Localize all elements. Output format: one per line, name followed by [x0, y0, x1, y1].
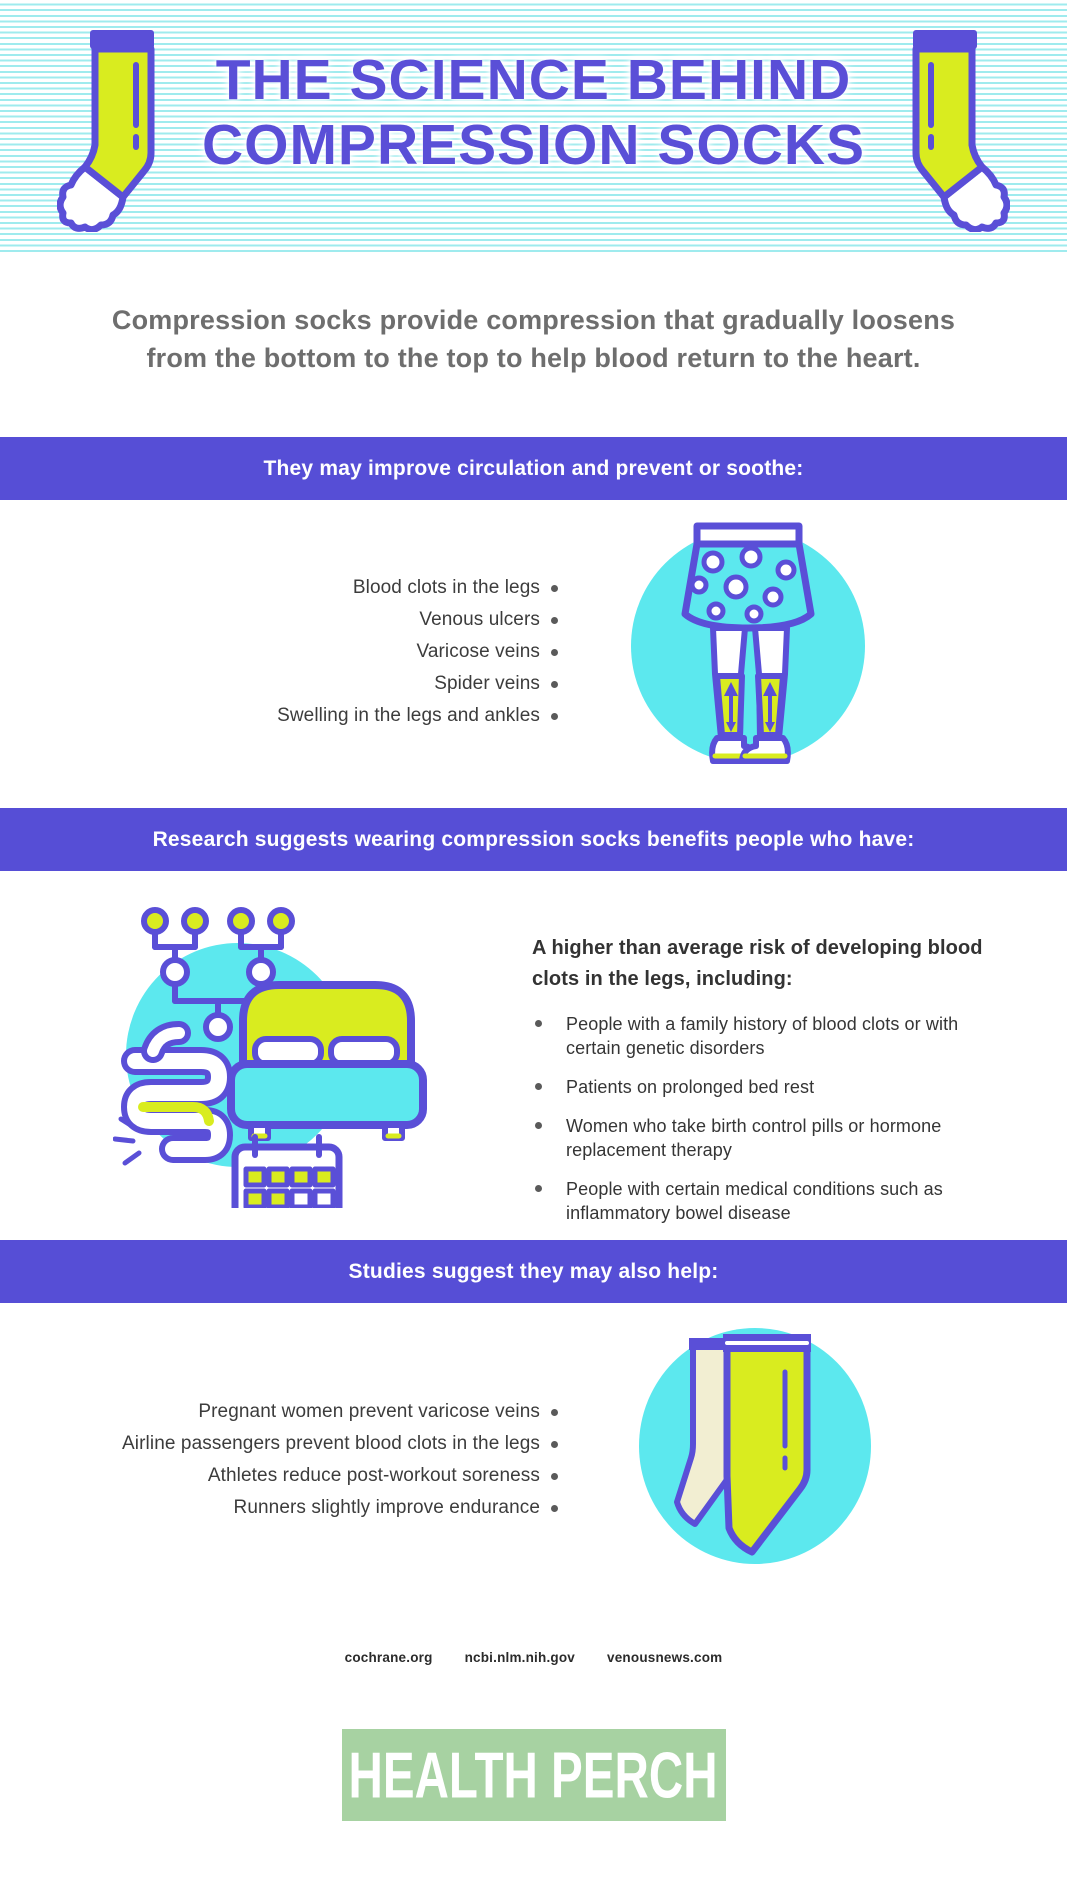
source-text: venousnews.com — [607, 1650, 723, 1665]
risk-list-item: People with certain medical conditions s… — [532, 1177, 1002, 1225]
soothe-list-item: Swelling in the legs and ankles — [0, 700, 558, 732]
source-text: ncbi.nlm.nih.gov — [464, 1650, 576, 1665]
risk-factors-illustration — [113, 907, 427, 1208]
sources-row: cochrane.org ncbi.nlm.nih.gov venousnews.c… — [0, 1650, 1067, 1665]
header-striped-background — [0, 0, 1067, 255]
intestine-icon — [113, 1021, 233, 1166]
risk-heading: A higher than average risk of developing… — [532, 937, 983, 990]
calendar-icon — [231, 1134, 343, 1208]
risk-text-column: A higher than average risk of developing… — [532, 933, 1010, 1240]
soothe-list-item: Venous ulcers — [0, 604, 558, 636]
legs-icon — [681, 522, 815, 764]
soothe-list-item: Spider veins — [0, 668, 558, 700]
risk-list-item: People with a family history of blood cl… — [532, 1012, 1002, 1060]
health-perch-logo: HEALTH PERCH — [341, 1729, 726, 1821]
help-list-item: Runners slightly improve endurance — [0, 1492, 558, 1524]
section-banner-studies: Studies suggest they may also help: — [0, 1240, 1067, 1303]
section-banner-soothe: They may improve circulation and prevent… — [0, 437, 1067, 500]
help-list-item: Airline passengers prevent blood clots i… — [0, 1428, 558, 1460]
help-list-item: Pregnant women prevent varicose veins — [0, 1396, 558, 1428]
pair-of-socks-illustration — [639, 1328, 871, 1564]
section-banner-research: Research suggests wearing compression so… — [0, 808, 1067, 871]
risk-list-item: Women who take birth control pills or ho… — [532, 1114, 1002, 1162]
page-title-line2: COMPRESSION SOCKS — [201, 113, 866, 177]
page-title: THE SCIENCE BEHIND COMPRESSION SOCKS — [0, 48, 1067, 178]
bed-icon — [227, 981, 427, 1141]
legs-with-compression-socks-illustration — [631, 522, 865, 764]
risk-list: People with a family history of blood cl… — [532, 1012, 1002, 1225]
source-text: cochrane.org — [344, 1650, 433, 1665]
soothe-list-item: Varicose veins — [0, 636, 558, 668]
intro-line1: Compression socks provide compression th… — [111, 305, 956, 335]
help-list-item: Athletes reduce post-workout soreness — [0, 1460, 558, 1492]
intro-text: Compression socks provide compression th… — [0, 301, 1067, 377]
hanging-sock-icon — [912, 30, 1010, 232]
hanging-sock-icon — [57, 30, 155, 232]
health-perch-logo-text: HEALTH PERCH — [348, 1738, 719, 1812]
page-title-line1: THE SCIENCE BEHIND — [215, 48, 852, 112]
socks-icon — [674, 1334, 811, 1556]
soothe-list-item: Blood clots in the legs — [0, 572, 558, 604]
risk-list-item: Patients on prolonged bed rest — [532, 1075, 1002, 1099]
intro-line2: from the bottom to the top to help blood… — [146, 343, 921, 373]
